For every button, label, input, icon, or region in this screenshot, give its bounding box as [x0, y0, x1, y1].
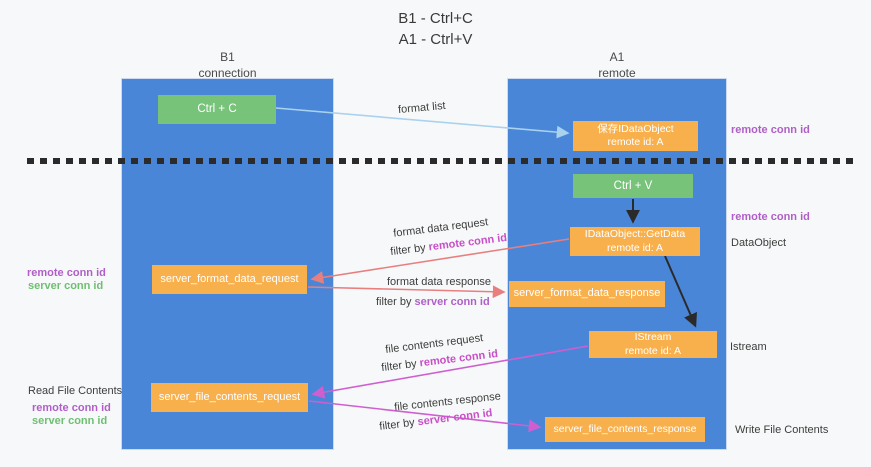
write-file-contents-annotation: Write File Contents: [735, 424, 829, 436]
save-idataobject-box: 保存IDataObject remote id: A: [573, 121, 698, 151]
remote-conn-id-annotation-left-2: remote conn id: [32, 402, 111, 414]
dashed-divider: [27, 158, 855, 164]
title-line-2: A1 - Ctrl+V: [398, 31, 473, 48]
getdata-line1: IDataObject::GetData: [584, 228, 686, 241]
right-header-role: remote: [598, 65, 636, 80]
filter-by-text: filter by: [376, 296, 415, 308]
read-file-contents-annotation: Read File Contents: [28, 385, 123, 397]
istream-line2: remote id: A: [624, 344, 682, 357]
filter-by-text: filter by: [380, 357, 421, 375]
remote-conn-id-annotation-top: remote conn id: [731, 124, 810, 136]
istream-annotation: Istream: [730, 341, 767, 353]
istream-box: IStream remote id: A: [589, 331, 717, 358]
server-file-contents-request-box: server_file_contents_request: [151, 383, 308, 412]
dataobject-annotation: DataObject: [731, 237, 787, 249]
ctrl-c-box: Ctrl + C: [158, 95, 276, 124]
left-header-role: connection: [198, 65, 257, 80]
right-column-header: A1 remote: [507, 50, 727, 81]
title-line-1: B1 - Ctrl+C: [398, 10, 473, 27]
server-file-contents-response-box: server_file_contents_response: [545, 417, 705, 442]
filter-by-server-conn-id-label-1: filter by server conn id: [376, 296, 490, 308]
server-format-data-request-box: server_format_data_request: [152, 265, 307, 294]
format-data-response-label: format data response: [387, 276, 491, 288]
filter-by-text: filter by: [389, 241, 430, 259]
filter-by-text: filter by: [378, 416, 419, 433]
remote-conn-id-annotation-left-1: remote conn id: [27, 267, 106, 279]
getdata-box: IDataObject::GetData remote id: A: [570, 227, 700, 256]
remote-conn-id-annotation-mid: remote conn id: [731, 211, 810, 223]
server-conn-id-text: server conn id: [416, 407, 494, 429]
right-header-name: A1: [609, 50, 625, 64]
istream-line1: IStream: [634, 331, 672, 344]
server-conn-id-text: server conn id: [414, 296, 490, 308]
ctrl-v-box: Ctrl + V: [573, 174, 693, 198]
left-column-header: B1 connection: [121, 50, 334, 81]
server-conn-id-annotation-left-1: server conn id: [28, 280, 104, 292]
getdata-line2: remote id: A: [606, 241, 664, 254]
save-idataobject-line2: remote id: A: [607, 136, 664, 148]
diagram-title: B1 - Ctrl+C A1 - Ctrl+V: [0, 8, 871, 50]
remote-conn-id-text: remote conn id: [418, 347, 499, 370]
save-idataobject-line1: 保存IDataObject: [597, 122, 674, 135]
remote-conn-id-text: remote conn id: [427, 231, 508, 254]
server-conn-id-annotation-left-2: server conn id: [32, 415, 108, 427]
left-header-name: B1: [220, 50, 235, 64]
format-list-label: format list: [397, 99, 447, 117]
server-format-data-response-box: server_format_data_response: [509, 281, 665, 307]
